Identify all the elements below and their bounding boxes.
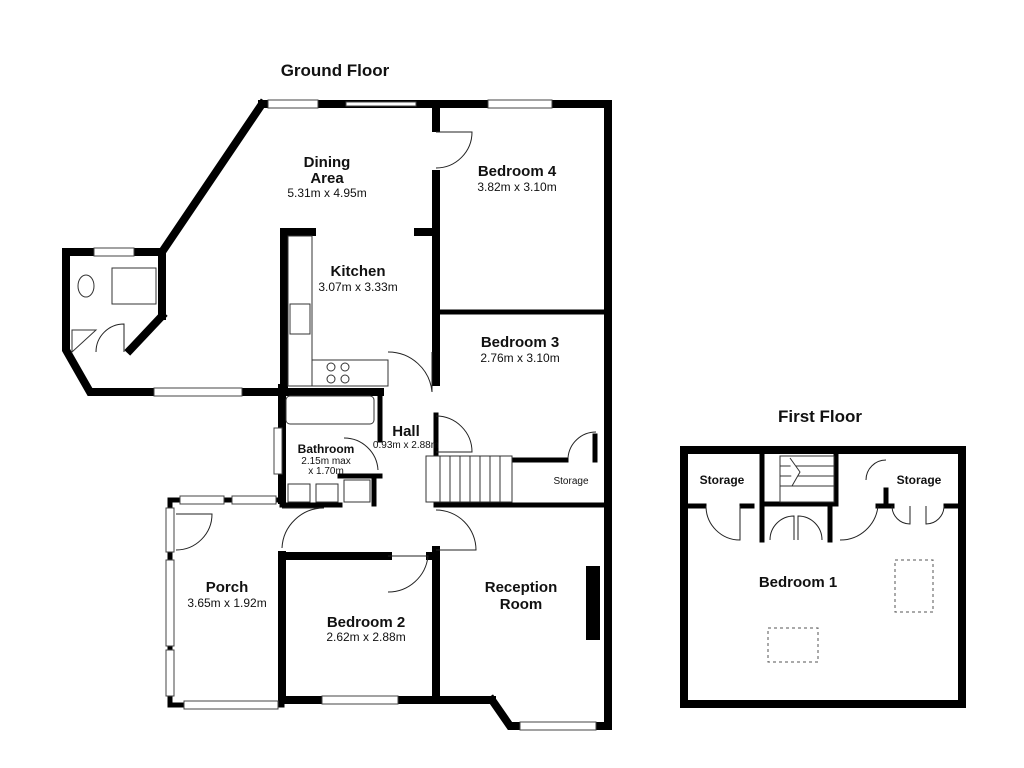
- kitchen-label: Kitchen: [330, 263, 385, 280]
- first-walls: [680, 446, 966, 708]
- skylight-icon-2: [767, 627, 819, 663]
- bathroom-label: Bathroom: [298, 442, 355, 456]
- storage-first-left-label: Storage: [700, 473, 745, 487]
- bedroom-2-dims: 2.62m x 2.88m: [326, 630, 405, 644]
- dining-area-label-2: Area: [310, 170, 344, 187]
- bathroom-fixtures: [285, 395, 375, 503]
- bedroom-2-label: Bedroom 2: [327, 614, 405, 631]
- ground-windows: [93, 99, 597, 731]
- porch-label: Porch: [206, 579, 249, 596]
- hob-icon: [326, 362, 336, 372]
- fireplace-icon: [586, 566, 600, 640]
- bathroom-dims-2: x 1.70m: [308, 466, 344, 477]
- first-floor: First Floor: [680, 407, 966, 708]
- dining-area-label-1: Dining: [304, 154, 351, 171]
- kitchen-fixtures: [287, 235, 389, 387]
- ground-interior-walls: [167, 100, 611, 704]
- skylight-icon-1: [894, 559, 934, 613]
- ground-doors: [95, 131, 597, 593]
- shower-tray-icon: [111, 267, 157, 305]
- ground-stairs: [425, 455, 513, 503]
- porch-dims: 3.65m x 1.92m: [187, 596, 266, 610]
- kitchen-dims: 3.07m x 3.33m: [318, 280, 397, 294]
- storage-first-right-label: Storage: [897, 473, 942, 487]
- bedroom-3-dims: 2.76m x 3.10m: [480, 351, 559, 365]
- first-doors: [705, 459, 945, 541]
- bathroom-dims-1: 2.15m max: [301, 456, 350, 467]
- ground-floor: Ground Floor: [62, 61, 612, 731]
- wc-fixtures: [71, 267, 157, 354]
- first-labels: Storage Storage Bedroom 1: [700, 473, 942, 591]
- basin-icon-2: [315, 483, 339, 503]
- dining-area-dims: 5.31m x 4.95m: [287, 186, 366, 200]
- storage-ground-label: Storage: [553, 476, 588, 487]
- reception-room-label-1: Reception: [485, 579, 558, 596]
- bedroom-3-label: Bedroom 3: [481, 334, 559, 351]
- basin-icon-1: [287, 483, 311, 503]
- first-stairs: [779, 455, 835, 503]
- cupboard-icon: [343, 479, 371, 503]
- bedroom-4-label: Bedroom 4: [478, 163, 557, 180]
- bath-icon: [285, 395, 375, 425]
- basin-icon: [71, 329, 98, 354]
- hall-dims: 0.93m x 2.88m: [373, 440, 439, 451]
- bedroom-1-label: Bedroom 1: [759, 574, 837, 591]
- first-floor-title: First Floor: [778, 407, 862, 426]
- skylights: [767, 559, 934, 663]
- hall-label: Hall: [392, 423, 420, 440]
- ground-floor-title: Ground Floor: [281, 61, 390, 80]
- ground-labels: Dining Area 5.31m x 4.95m Bedroom 4 3.82…: [187, 154, 589, 644]
- reception-room-label-2: Room: [500, 596, 543, 613]
- kitchen-sink-icon: [289, 303, 311, 335]
- toilet-icon: [77, 274, 95, 298]
- bedroom-4-dims: 3.82m x 3.10m: [477, 180, 556, 194]
